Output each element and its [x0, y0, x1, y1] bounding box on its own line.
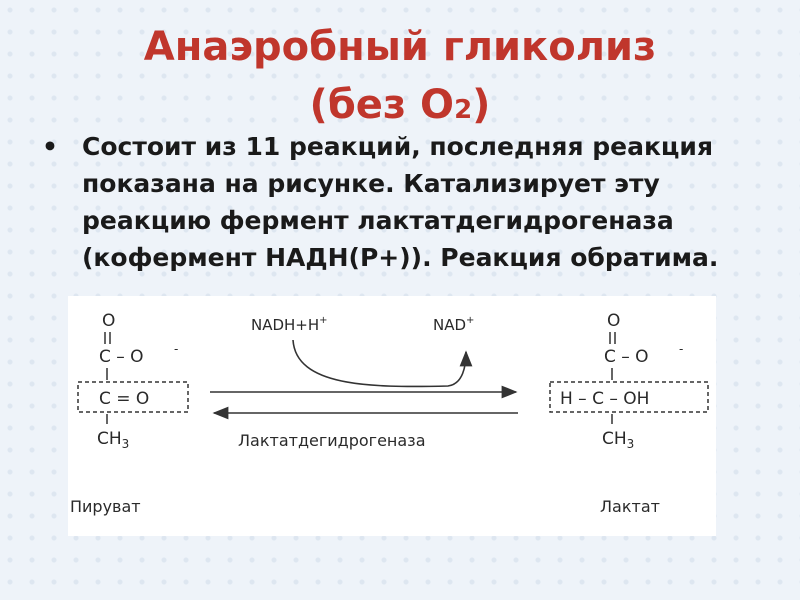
- left-methyl-ch: CH: [97, 429, 122, 449]
- left-keto: C = O: [99, 389, 149, 409]
- cofactor-curved-arrow: [292, 339, 473, 388]
- reaction-figure: O C – O - C = O CH3 Пируват NADH+H+ NAD+…: [68, 296, 716, 536]
- left-methyl: CH3: [97, 429, 129, 451]
- right-carboxyl-charge: -: [679, 342, 683, 356]
- bullet-item-text: Состоит из 11 реакций, последняя реакция…: [82, 132, 719, 272]
- title-line-2-text: (без O: [309, 82, 455, 128]
- right-hydroxyl: H – C – OH: [560, 389, 649, 409]
- cofactor-in-charge: +: [319, 315, 327, 326]
- cofactor-out: NAD+: [433, 315, 474, 334]
- right-methyl-sub: 3: [627, 437, 635, 451]
- right-o-top: O: [607, 311, 620, 331]
- cofactor-in-text: NADH+H: [251, 316, 319, 334]
- left-methyl-sub: 3: [122, 437, 130, 451]
- bullet-dot-icon: •: [42, 132, 58, 161]
- pyruvate-label: Пируват: [70, 497, 141, 516]
- title-line-1: Анаэробный гликолиз: [143, 24, 657, 70]
- right-methyl: CH3: [602, 429, 634, 451]
- right-highlight-box: [549, 381, 709, 413]
- title-close: ): [472, 82, 491, 128]
- cofactor-out-charge: +: [466, 315, 474, 326]
- bullet-list: • Состоит из 11 реакций, последняя реакц…: [42, 128, 762, 276]
- reaction-diagram: O C – O - C = O CH3 Пируват NADH+H+ NAD+…: [70, 311, 709, 516]
- left-carboxyl: C – O: [99, 347, 144, 367]
- enzyme-label: Лактатдегидрогеназа: [238, 431, 426, 450]
- left-carboxyl-charge: -: [174, 342, 178, 356]
- cofactor-out-text: NAD: [433, 316, 466, 334]
- title-subscript: 2: [454, 95, 473, 125]
- right-methyl-ch: CH: [602, 429, 627, 449]
- lactate-label: Лактат: [600, 497, 660, 516]
- right-carboxyl: C – O: [604, 347, 649, 367]
- title-line-2: (без O2): [0, 76, 800, 139]
- slide-title: Анаэробный гликолиз (без O2): [0, 18, 800, 139]
- cofactor-in: NADH+H+: [251, 315, 328, 334]
- left-o-top: O: [102, 311, 115, 331]
